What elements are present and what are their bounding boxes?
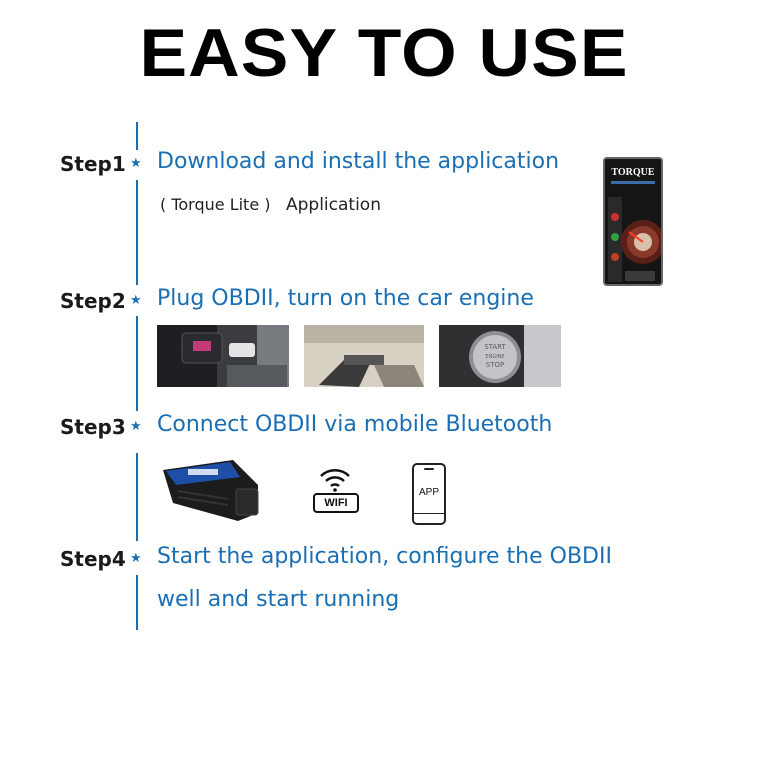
torque-gauge-graphic (608, 197, 661, 282)
stop-label: STOP (486, 361, 504, 369)
engine-label: ENGINE (485, 354, 504, 360)
step1-label: Step1 (60, 152, 126, 176)
step3-text: Connect OBDII via mobile Bluetooth (157, 412, 553, 437)
timeline-line-2 (136, 180, 138, 285)
phone-speaker (424, 468, 434, 470)
app-label: APP (418, 487, 439, 498)
start-label: START (484, 343, 506, 351)
step4-text-line1: Start the application, configure the OBD… (157, 544, 612, 569)
car-pedals-photo (304, 325, 424, 387)
torque-subtitle-bar (611, 181, 655, 184)
obd-adapter-icon (163, 460, 259, 521)
timeline-line-1 (136, 122, 138, 150)
step4-star-icon: ★ (130, 551, 142, 566)
step1-app-name: ( Torque Lite ) (160, 195, 271, 214)
step4-text-line2: well and start running (157, 587, 400, 612)
phone-app-icon: APP (412, 463, 446, 525)
timeline-line-5 (136, 575, 138, 630)
wifi-label: WIFI (313, 493, 359, 513)
page-title: EASY TO USE (139, 15, 629, 91)
step2-text: Plug OBDII, turn on the car engine (157, 286, 534, 311)
obd-port-photo (157, 325, 289, 387)
phone-home-bar (414, 513, 444, 514)
timeline-line-3 (136, 316, 138, 411)
torque-app-screenshot: TORQUE (603, 157, 663, 286)
step1-text: Download and install the application (157, 149, 560, 174)
step2-star-icon: ★ (130, 293, 142, 308)
step2-label: Step2 (60, 289, 126, 313)
step1-star-icon: ★ (130, 156, 142, 171)
step4-label: Step4 (60, 547, 126, 571)
step3-star-icon: ★ (130, 419, 142, 434)
step3-label: Step3 (60, 415, 126, 439)
wifi-icon: WIFI (311, 462, 359, 514)
start-engine-button-photo: START ENGINE STOP (439, 325, 561, 387)
timeline-line-4 (136, 453, 138, 541)
step1-app-word: Application (286, 195, 381, 215)
torque-title: TORQUE (611, 167, 655, 178)
